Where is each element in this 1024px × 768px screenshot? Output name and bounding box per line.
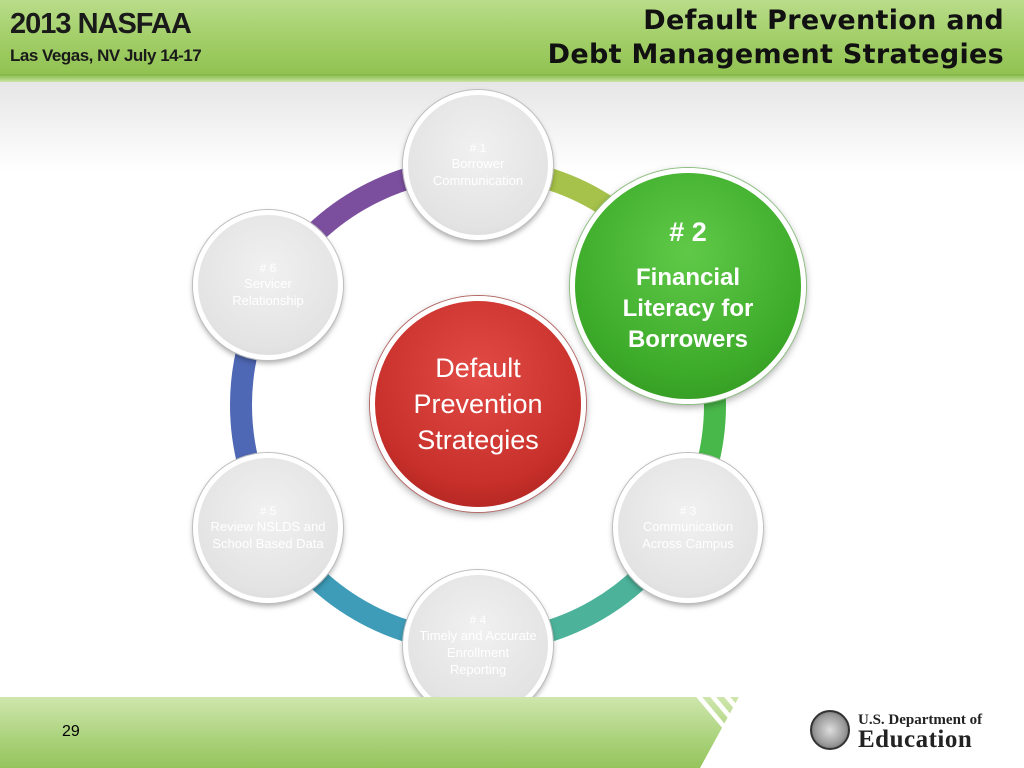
- node-3: # 3 Communication Across Campus: [613, 453, 763, 603]
- center-node: Default Prevention Strategies: [370, 296, 586, 512]
- node-4: # 4 Timely and Accurate Enrollment Repor…: [403, 570, 553, 720]
- node-4-label: Timely and Accurate Enrollment Reporting: [419, 627, 537, 677]
- node-6-label: Servicer Relationship: [232, 276, 304, 308]
- node-3-label: Communication Across Campus: [642, 519, 734, 551]
- logo-line-1: U.S. Department of: [858, 712, 983, 728]
- department-of-education-logo: U.S. Department of Education: [810, 708, 1020, 758]
- node-4-number: # 4: [469, 612, 487, 627]
- slide-title: Default Prevention and Debt Management S…: [548, 4, 1004, 72]
- header-banner: [0, 0, 1024, 78]
- slide-title-line-1: Default Prevention and: [643, 5, 1004, 36]
- seal-icon: [810, 710, 850, 750]
- node-2-highlighted: # 2 Financial Literacy for Borrowers: [570, 168, 806, 404]
- page-number: 29: [62, 723, 80, 740]
- slide-title-line-2: Debt Management Strategies: [547, 39, 1004, 70]
- node-5-label: Review NSLDS and School Based Data: [210, 519, 326, 551]
- node-2-number: # 2: [669, 217, 707, 247]
- center-label: Default Prevention Strategies: [413, 353, 543, 455]
- node-2-label: Financial Literacy for Borrowers: [622, 264, 754, 353]
- node-5-number: # 5: [259, 504, 277, 518]
- header-divider: [0, 74, 1024, 82]
- node-1-label: Borrower Communication: [432, 156, 524, 188]
- conference-title: 2013 NASFAA: [10, 8, 192, 40]
- node-3-number: # 3: [679, 504, 697, 518]
- node-6: # 6 Servicer Relationship: [193, 210, 343, 360]
- node-6-number: # 6: [259, 261, 277, 275]
- node-1: # 1 Borrower Communication: [403, 90, 553, 240]
- node-5: # 5 Review NSLDS and School Based Data: [193, 453, 343, 603]
- node-1-number: # 1: [469, 141, 487, 155]
- conference-location: Las Vegas, NV July 14-17: [10, 46, 202, 65]
- logo-line-2: Education: [858, 726, 973, 753]
